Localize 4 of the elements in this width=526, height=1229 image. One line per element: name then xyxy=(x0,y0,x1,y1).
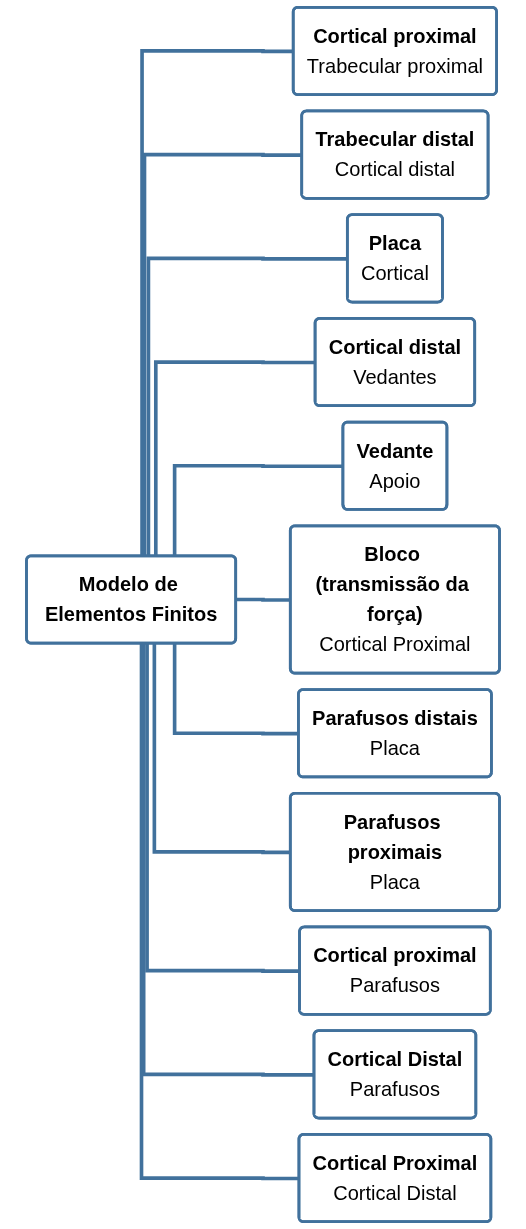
connector xyxy=(145,643,300,973)
connector xyxy=(139,643,300,1181)
connector xyxy=(152,643,291,855)
connector xyxy=(172,643,299,736)
